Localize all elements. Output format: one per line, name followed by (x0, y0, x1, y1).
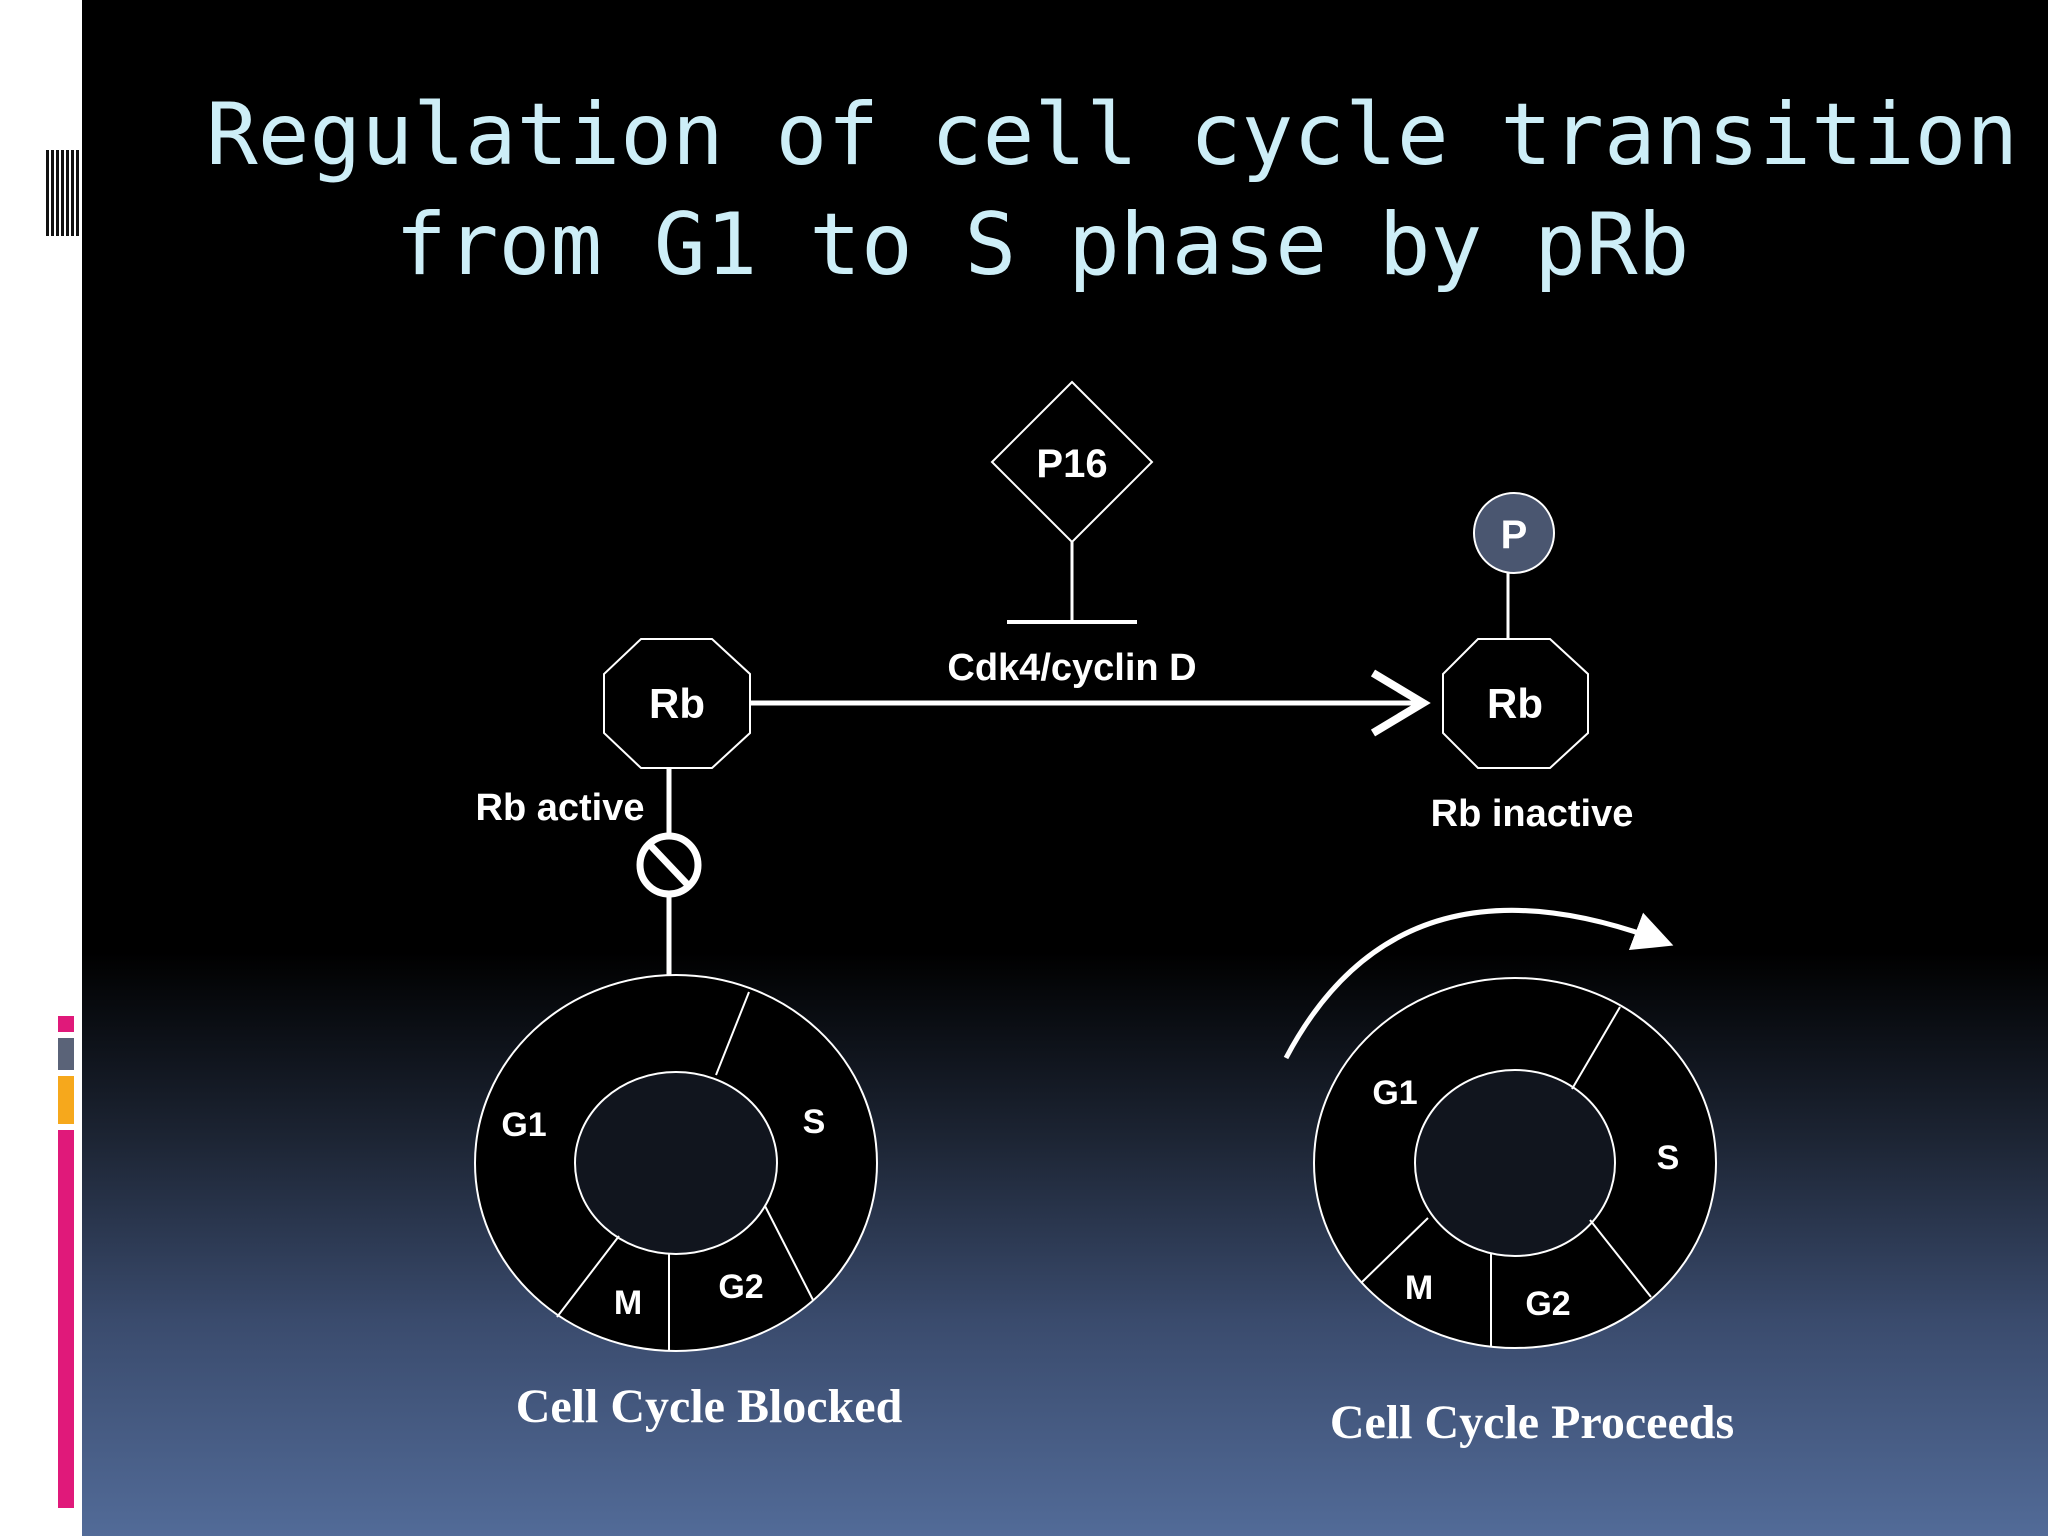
right-s-label: S (1657, 1139, 1680, 1177)
cell-cycle-blocked-caption: Cell Cycle Blocked (516, 1380, 903, 1433)
p16-label: P16 (1036, 442, 1107, 486)
slide-decoration-lines (46, 150, 80, 236)
title-line-1: Regulation of cell cycle transition (206, 85, 2019, 185)
accent-bar-gray (58, 1038, 74, 1070)
prohibited-icon (636, 832, 702, 898)
rb-inactive-octagon-label: Rb (1487, 680, 1543, 727)
cdk4-cyclin-d-label: Cdk4/cyclin D (947, 647, 1196, 689)
cycle-progress-arrow (1283, 907, 1674, 1060)
cell-cycle-blocked (474, 974, 878, 1352)
phosphate-circle (1473, 492, 1555, 574)
left-g1-label: G1 (501, 1106, 546, 1144)
rb-inactive-label: Rb inactive (1431, 793, 1634, 835)
left-s-label: S (803, 1103, 826, 1141)
accent-bar-magenta (58, 1130, 74, 1508)
right-g2-label: G2 (1525, 1285, 1570, 1323)
rb-active-octagon (603, 638, 751, 769)
right-g1-label: G1 (1372, 1074, 1417, 1112)
rb-inactive-octagon (1442, 638, 1589, 769)
accent-bar-orange (58, 1076, 74, 1124)
cell-cycle-proceeds (1313, 977, 1717, 1349)
rb-active-label: Rb active (476, 787, 645, 829)
left-g2-label: G2 (718, 1268, 763, 1306)
rb-active-octagon-label: Rb (649, 680, 705, 727)
left-m-label: M (614, 1284, 642, 1322)
phosphate-label: P (1501, 513, 1528, 557)
right-m-label: M (1405, 1269, 1433, 1307)
slide (82, 0, 2048, 1536)
accent-bar-magenta-top (58, 1016, 74, 1032)
title-line-2: from G1 to S phase by pRb (395, 195, 1690, 295)
cell-cycle-proceeds-caption: Cell Cycle Proceeds (1330, 1396, 1734, 1449)
